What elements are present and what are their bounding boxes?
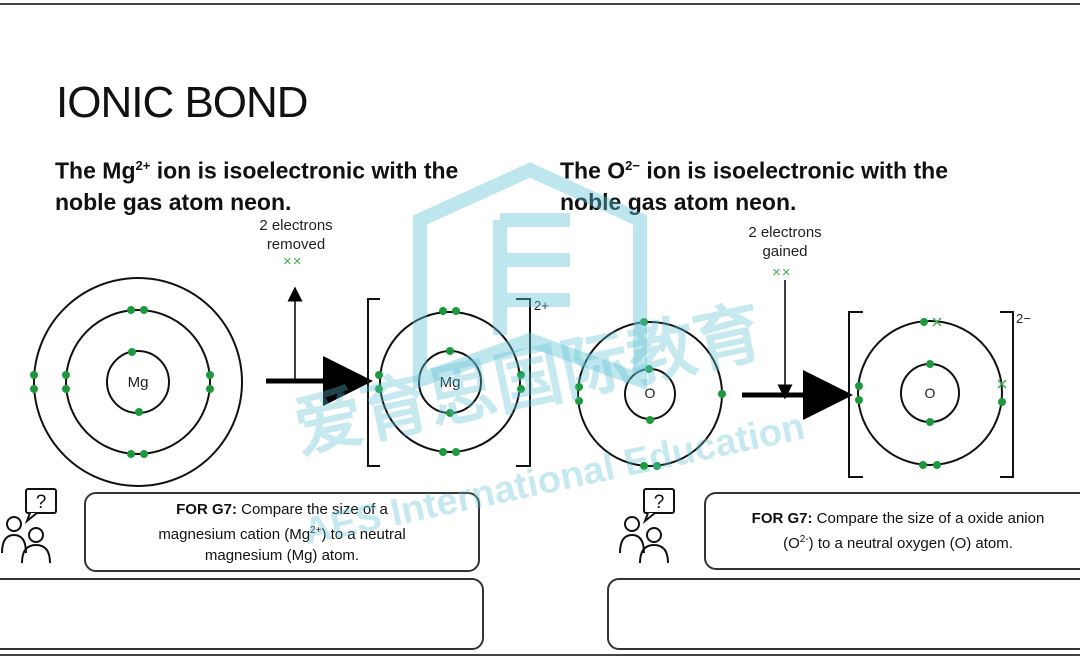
right-gained-crosses: ×× xyxy=(772,264,792,281)
watermark-logo xyxy=(413,162,647,390)
discussion-icon: ? xyxy=(619,488,675,564)
o-atom xyxy=(575,318,726,470)
left-removed-crosses: ×× xyxy=(283,253,303,270)
mg-ion-charge: 2+ xyxy=(534,298,549,313)
mg-ion xyxy=(367,298,531,467)
svg-text:?: ? xyxy=(36,492,47,513)
page-title: IONIC BOND xyxy=(56,78,309,127)
o-atom-label: O xyxy=(644,385,656,401)
o-ion xyxy=(848,311,1014,478)
right-answer-box[interactable] xyxy=(607,578,1080,650)
svg-text:?: ? xyxy=(654,492,665,513)
top-border xyxy=(0,3,1080,5)
o-ion-label: O xyxy=(924,385,936,401)
right-heading: The O2− ion is isoelectronic with the no… xyxy=(560,157,948,215)
right-annotation: 2 electrons gained xyxy=(748,224,822,260)
mg-atom-label: Mg xyxy=(127,374,149,391)
mg-ion-label: Mg xyxy=(439,374,461,391)
o-ion-charge: 2− xyxy=(1016,311,1031,326)
discussion-icon: ? xyxy=(1,488,57,564)
left-heading: The Mg2+ ion is isoelectronic with the n… xyxy=(55,157,459,215)
left-answer-box[interactable] xyxy=(0,578,484,650)
bottom-border xyxy=(0,654,1080,656)
left-question-box: FOR G7: Compare the size of a magnesium … xyxy=(84,492,480,572)
right-question-box: FOR G7: Compare the size of a oxide anio… xyxy=(704,492,1080,570)
mg-atom xyxy=(30,277,243,487)
left-annotation: 2 electrons removed xyxy=(259,217,333,253)
